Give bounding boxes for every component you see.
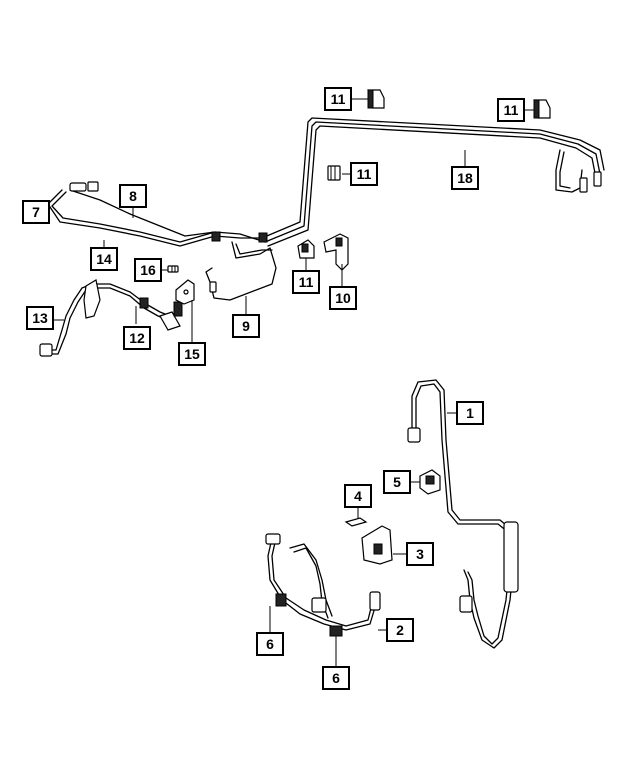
callout-11-lower: 11 bbox=[292, 270, 320, 294]
brake-line-front-7-8-14 bbox=[47, 181, 268, 247]
callout-9: 9 bbox=[232, 314, 260, 338]
bracket-3 bbox=[361, 525, 393, 565]
callout-10: 10 bbox=[329, 286, 357, 310]
bolt-16 bbox=[167, 265, 179, 273]
clip-5 bbox=[419, 469, 441, 495]
callout-13: 13 bbox=[26, 306, 54, 330]
callout-6-bottom: 6 bbox=[322, 666, 350, 690]
callout-16: 16 bbox=[134, 258, 162, 282]
brake-line-1 bbox=[407, 379, 519, 649]
clip-11-lower bbox=[297, 239, 315, 259]
bracket-10 bbox=[323, 233, 349, 276]
bracket-15 bbox=[175, 279, 195, 305]
callout-4: 4 bbox=[344, 484, 372, 508]
callout-11-top-left: 11 bbox=[324, 87, 352, 111]
clip-11-top-right bbox=[533, 99, 551, 119]
callout-2: 2 bbox=[386, 618, 414, 642]
callout-15: 15 bbox=[178, 342, 206, 366]
callout-12: 12 bbox=[123, 326, 151, 350]
callout-6-left: 6 bbox=[256, 632, 284, 656]
callout-11-top-right: 11 bbox=[497, 98, 525, 122]
callout-3: 3 bbox=[406, 542, 434, 566]
clip-11-middle bbox=[327, 165, 341, 181]
callout-8: 8 bbox=[119, 184, 147, 208]
clip-11-top-left bbox=[367, 89, 385, 109]
callout-7: 7 bbox=[22, 200, 50, 224]
wheel-speed-sensor-harness-12-13 bbox=[39, 279, 183, 357]
pad-4 bbox=[344, 517, 368, 527]
callout-1: 1 bbox=[456, 401, 484, 425]
brake-line-assembly-18 bbox=[261, 117, 605, 247]
callout-5: 5 bbox=[383, 470, 411, 494]
wheel-speed-sensor-harness-2-6 bbox=[265, 533, 381, 637]
callout-14: 14 bbox=[90, 247, 118, 271]
brake-line-9 bbox=[205, 241, 277, 301]
callout-18: 18 bbox=[451, 166, 479, 190]
callout-11-middle: 11 bbox=[350, 162, 378, 186]
leader-lines bbox=[43, 98, 534, 666]
